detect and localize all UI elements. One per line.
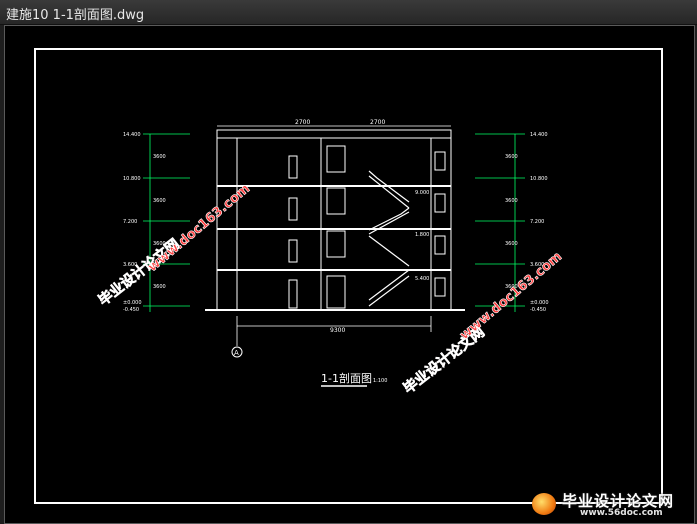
title-bar: 建施10 1-1剖面图.dwg — [0, 0, 697, 25]
stair-rail-2 — [368, 211, 410, 235]
drawing-frame — [34, 48, 663, 504]
top-dim-1: 2700 — [295, 119, 310, 126]
left-dim-1: 3600 — [153, 154, 166, 160]
right-elev-1: 14.400 — [530, 132, 548, 138]
stairs — [368, 170, 410, 307]
window-4 — [326, 145, 346, 173]
window-title: 建施10 1-1剖面图.dwg — [6, 8, 145, 23]
axis-bubble — [231, 346, 243, 358]
right-dim-3: 3600 — [505, 241, 518, 247]
landing-mark-2: 5.400 — [415, 276, 429, 282]
site-logo: 毕业设计论文网 www.56doc.com — [528, 490, 693, 520]
logo-url: www.56doc.com — [580, 508, 663, 518]
right-dim-2: 3600 — [505, 198, 518, 204]
stair-flight-2 — [368, 207, 410, 231]
left-elev-6: -0.450 — [123, 307, 139, 313]
door-opening-2 — [288, 239, 298, 263]
left-dimensions — [143, 133, 190, 312]
door-opening-4 — [288, 155, 298, 179]
section-scale: 1:100 — [373, 378, 387, 384]
stair-flight-4 — [368, 269, 410, 301]
stair-flight-1 — [368, 170, 410, 203]
building-section — [205, 129, 465, 311]
overall-dim: 9300 — [330, 327, 345, 334]
left-dim-3: 3600 — [153, 241, 166, 247]
door-opening-3 — [288, 197, 298, 221]
left-elev-2: 10.800 — [123, 176, 141, 182]
right-dim-1: 3600 — [505, 154, 518, 160]
bottom-dimension — [236, 316, 432, 346]
left-elev-4: 3.600 — [123, 262, 137, 268]
right-elev-2: 10.800 — [530, 176, 548, 182]
left-dim-4: 3600 — [153, 284, 166, 290]
window-3 — [326, 187, 346, 215]
right-elev-6: -0.450 — [530, 307, 546, 313]
right-elev-4: 3.600 — [530, 262, 544, 268]
stair-rail-4 — [368, 275, 410, 307]
right-elev-3: 7.200 — [530, 219, 544, 225]
window-2 — [326, 230, 346, 258]
left-dim-2: 3600 — [153, 198, 166, 204]
left-elev-5: ±0.000 — [123, 300, 142, 306]
window-right-1 — [434, 277, 446, 297]
door-opening-1 — [288, 279, 298, 309]
landing-mark-1: 1.800 — [415, 232, 429, 238]
logo-emblem-icon — [532, 493, 556, 515]
right-dimensions — [475, 133, 525, 312]
stair-flight-3 — [368, 235, 410, 267]
landing-mark-3: 9.000 — [415, 190, 429, 196]
drawing-viewport[interactable]: 2700 2700 14.400 10.800 7.200 3.600 ±0.0… — [4, 25, 695, 524]
door-1 — [326, 275, 346, 309]
logo-text: 毕业设计论文网 — [562, 492, 675, 510]
building-outline — [216, 129, 452, 311]
right-dim-4: 3600 — [505, 284, 518, 290]
axis-label: A — [234, 349, 239, 357]
stair-rail-1 — [368, 175, 410, 209]
window-right-4 — [434, 151, 446, 171]
cad-drawing: 2700 2700 14.400 10.800 7.200 3.600 ±0.0… — [34, 48, 663, 504]
window-right-2 — [434, 235, 446, 255]
section-title: 1-1剖面图 — [321, 371, 372, 385]
left-elev-1: 14.400 — [123, 132, 141, 138]
right-elev-5: ±0.000 — [530, 300, 549, 306]
left-elev-3: 7.200 — [123, 219, 137, 225]
window-right-3 — [434, 193, 446, 213]
top-dim-2: 2700 — [370, 119, 385, 126]
